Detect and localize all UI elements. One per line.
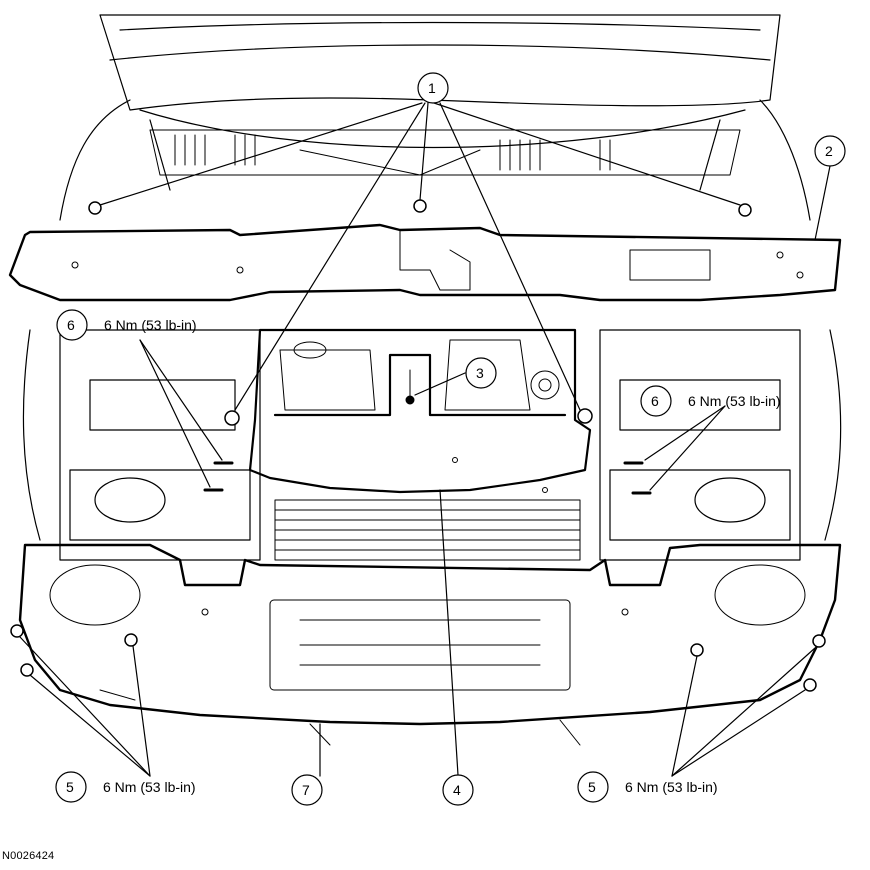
callout-circle-6-right: [640, 385, 672, 417]
callout-6-right: 6: [651, 393, 659, 409]
figure-id: N0026424: [2, 850, 55, 862]
right-frame: [599, 329, 842, 561]
callout-circle-2: [814, 135, 846, 167]
lower-shield: [18, 543, 842, 726]
cowl-area: [149, 129, 741, 176]
callout-circles: [55, 72, 846, 806]
torque-spec-6-right: 6 Nm (53 lb-in): [688, 393, 781, 409]
fastener-icon: [88, 201, 102, 215]
fastener-icon: [124, 633, 138, 647]
left-frame: [22, 329, 261, 561]
torque-spec-6-left: 6 Nm (53 lb-in): [104, 317, 197, 333]
fastener-icon: [812, 634, 826, 648]
torque-spec-5-left: 6 Nm (53 lb-in): [103, 779, 196, 795]
callout-5-left: 5: [66, 779, 74, 795]
callout-circle-5-right: [577, 771, 609, 803]
fastener-icon: [577, 408, 593, 424]
callout-1: 1: [428, 80, 436, 96]
radiator-support: [248, 328, 592, 494]
callout-6-left: 6: [67, 317, 75, 333]
callout-circle-1: [417, 72, 449, 104]
callout-7: 7: [302, 782, 310, 798]
upper-shield-details: [71, 229, 804, 291]
fastener-icon: [803, 678, 817, 692]
callout-circle-6-left: [56, 309, 88, 341]
upper-shield: [8, 223, 842, 302]
radiator-support-details: [279, 339, 560, 493]
callout-2: 2: [825, 143, 833, 159]
callout-circle-3: [465, 357, 497, 389]
callout-circle-5-left: [55, 771, 87, 803]
fastener-icon: [738, 203, 752, 217]
fastener-icon: [690, 643, 704, 657]
fastener-icon: [224, 410, 240, 426]
callout-circle-4: [442, 774, 474, 806]
torque-spec-5-right: 6 Nm (53 lb-in): [625, 779, 718, 795]
callout-5-right: 5: [588, 779, 596, 795]
fastener-icon: [10, 624, 24, 638]
hood-outline: [59, 14, 811, 221]
callout-4: 4: [453, 782, 461, 798]
fastener-icon: [20, 663, 34, 677]
callout-circle-7: [291, 774, 323, 806]
fasteners: [10, 199, 826, 692]
lower-shield-details: [49, 564, 806, 746]
fastener-icon: [413, 199, 427, 213]
leader-lines: [19, 102, 831, 777]
bolts: [203, 461, 652, 495]
callout-3: 3: [476, 365, 484, 381]
radiator-core: [274, 499, 581, 561]
